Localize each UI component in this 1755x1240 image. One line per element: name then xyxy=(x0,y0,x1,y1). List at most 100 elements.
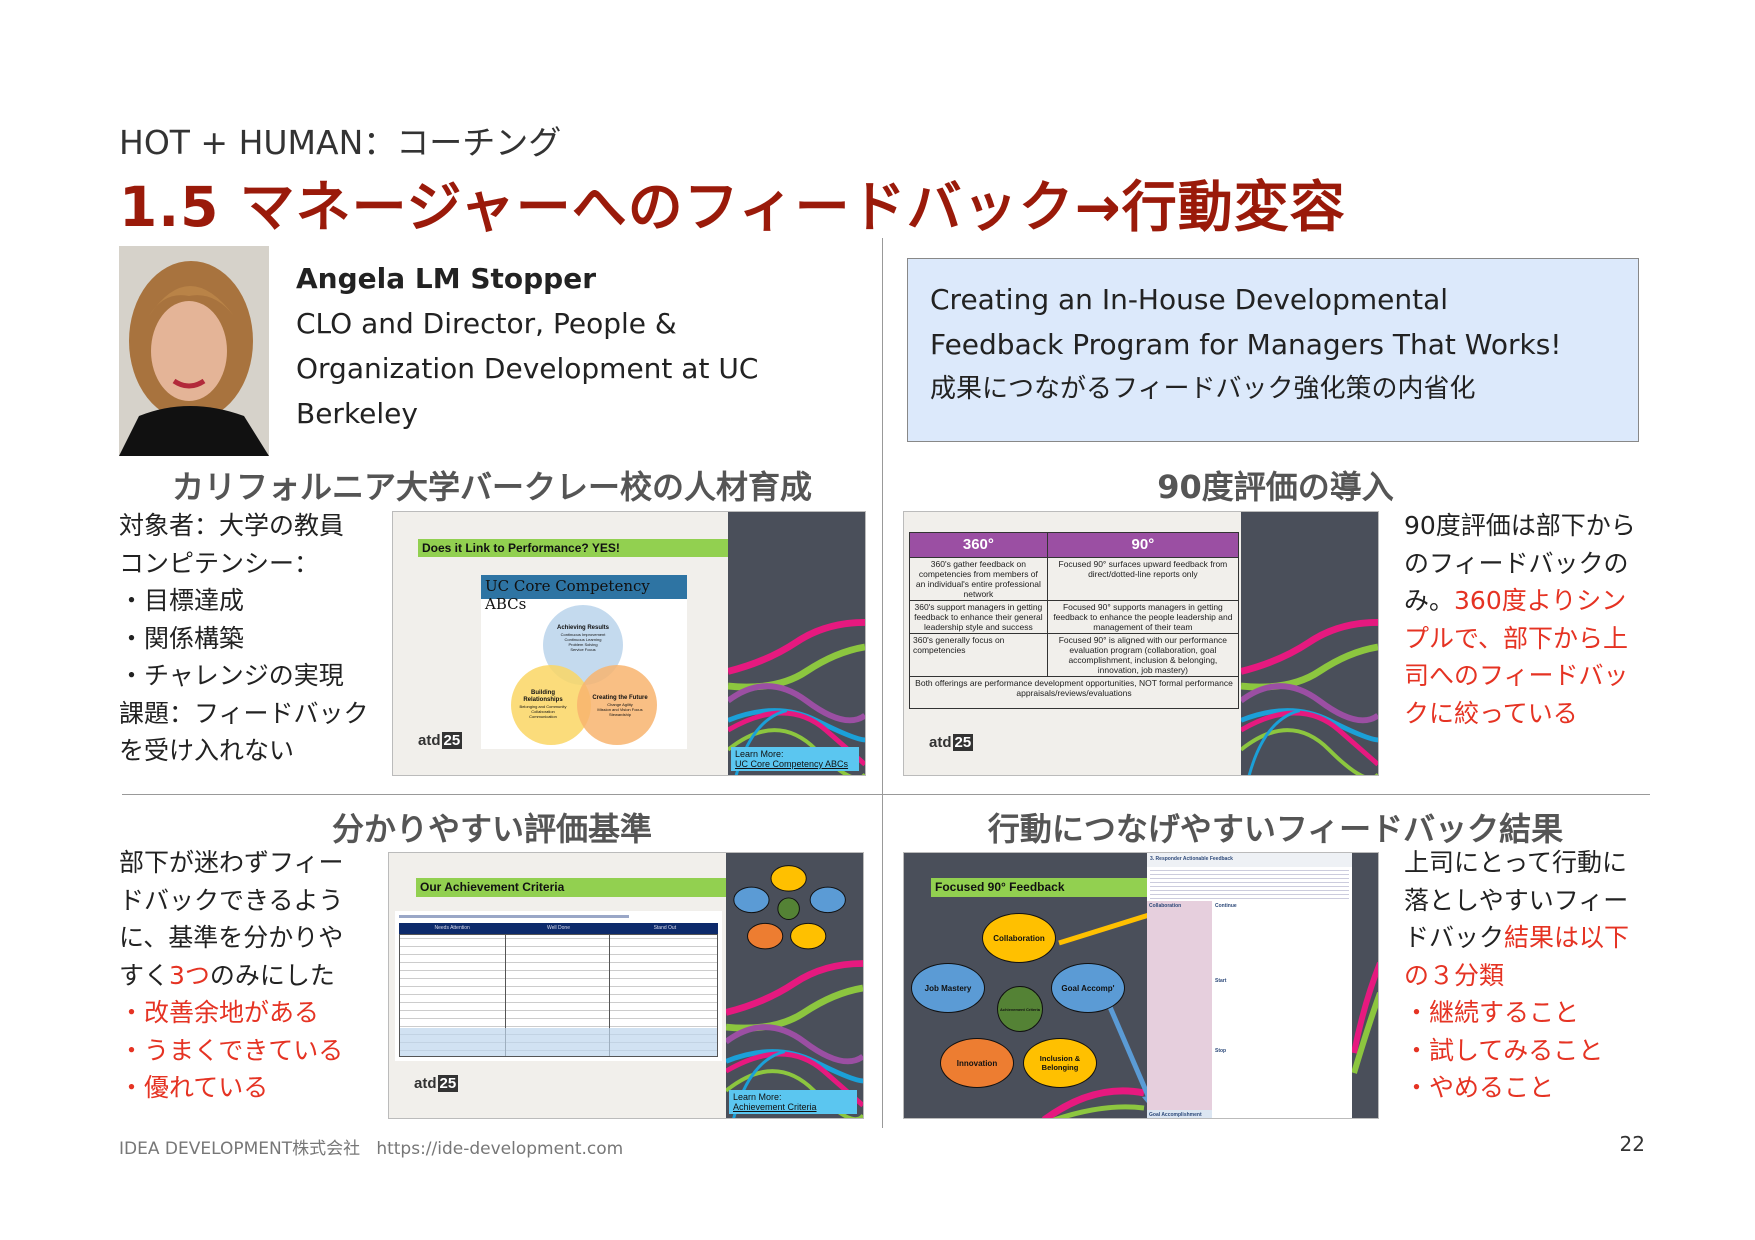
top-right-text: 90度評価は部下から のフィードバックの み。360度よりシン プルで、部下から… xyxy=(1404,507,1636,732)
text-line: のフィードバックの xyxy=(1404,548,1629,578)
slide-focused-90-feedback: Focused 90° Feedback Collaboration Goal … xyxy=(903,852,1379,1119)
logo-text: atd xyxy=(418,732,441,749)
logo-text: atd xyxy=(929,734,952,751)
page-number: 22 xyxy=(1619,1132,1645,1156)
wave-decoration xyxy=(726,865,863,1119)
circle-item: Collaboration xyxy=(531,709,555,714)
competency-panel-title: UC Core Competency ABCs xyxy=(481,575,687,613)
text-line: に、基準を分かりや xyxy=(119,923,344,952)
highlight-text: の３分類 xyxy=(1404,960,1505,990)
column-header-360: 360° xyxy=(909,532,1048,558)
text-line: 上司にとって行動に xyxy=(1404,848,1628,877)
wave-decoration xyxy=(728,512,865,776)
report-row-label: Collaboration xyxy=(1147,901,1212,1110)
slide-heading-bar: Focused 90° Feedback xyxy=(931,878,1151,897)
table-row: 360's gather feedback on competencies fr… xyxy=(909,557,1240,601)
wave-decoration xyxy=(1041,907,1378,1118)
column-header: Needs Attention xyxy=(434,925,470,931)
logo-text: atd xyxy=(414,1075,437,1092)
session-title-box: Creating an In-House Developmental Feedb… xyxy=(907,258,1639,442)
node-inclusion-belonging: Inclusion & Belonging xyxy=(1023,1038,1097,1088)
report-intro xyxy=(1150,867,1349,901)
speaker-role-line: CLO and Director, People & xyxy=(296,307,677,340)
table-cell: 360's generally focus on competencies xyxy=(909,633,1048,677)
highlight-text: 360度よりシン xyxy=(1454,586,1627,615)
highlight-text: プルで、部下から上 xyxy=(1404,623,1629,653)
text-line: すく xyxy=(119,960,170,990)
footer-url[interactable]: https://ide-development.com xyxy=(376,1139,624,1159)
bottom-left-text: 部下が迷わずフィー ドバックできるよう に、基準を分かりや すく3つのみにした … xyxy=(119,844,344,1107)
speaker-bio: Angela LM Stopper CLO and Director, Peop… xyxy=(296,256,758,436)
highlight-text: ・試してみること xyxy=(1404,1035,1604,1065)
report-section-continue: Continue xyxy=(1215,903,1237,909)
circle-title: Creating the Future xyxy=(592,695,648,701)
highlight-text: ・うまくできている xyxy=(119,1035,344,1065)
session-title-line: Creating an In-House Developmental xyxy=(930,283,1448,316)
learn-more-link[interactable]: Learn More:Achievement Criteria xyxy=(729,1090,857,1114)
circle-creating-the-future xyxy=(577,665,657,745)
node-goal-accomplishment: Goal Accomp' xyxy=(1051,963,1125,1013)
learn-more-link-text[interactable]: Achievement Criteria xyxy=(733,1102,817,1112)
table-cell: Focused 90° supports managers in getting… xyxy=(1046,600,1240,634)
text-line: を受け入れない xyxy=(119,736,295,765)
learn-more-label: Learn More: xyxy=(735,749,784,759)
report-section-stop: Stop xyxy=(1215,1048,1227,1054)
node-collaboration: Collaboration xyxy=(982,913,1056,963)
criteria-table: Needs Attention Well Done Stand Out xyxy=(395,911,722,1061)
criteria-header-row: Needs Attention Well Done Stand Out xyxy=(399,923,718,934)
slide-achievement-criteria: Our Achievement Criteria Needs Attention… xyxy=(388,852,864,1119)
table-row: Both offerings are performance developme… xyxy=(909,676,1239,709)
label-building-relationships: Building Relationships Belonging and Com… xyxy=(513,690,573,719)
table-cell: Focused 90° is aligned with our performa… xyxy=(1046,633,1240,677)
footer-company: IDEA DEVELOPMENT株式会社 xyxy=(119,1139,361,1159)
node-job-mastery: Job Mastery xyxy=(911,963,985,1013)
text-line: 落としやすいフィー xyxy=(1404,885,1629,915)
vertical-divider xyxy=(882,238,883,1128)
table-cell: Focused 90° surfaces upward feedback fro… xyxy=(1046,557,1240,601)
comparison-table: 360°90° 360's gather feedback on compete… xyxy=(909,532,1240,709)
speaker-photo xyxy=(119,246,269,456)
highlight-text: ・やめること xyxy=(1404,1073,1555,1102)
circle-item: Continuous Learning xyxy=(564,637,602,642)
heading-criteria: 分かりやすい評価基準 xyxy=(331,810,652,848)
table-cell: 360's support managers in getting feedba… xyxy=(909,600,1048,634)
competency-panel: UC Core Competency ABCs Achieving Result… xyxy=(481,575,687,749)
circle-item: Belonging and Community xyxy=(519,704,567,709)
slide-side-panel: Learn More:UC Core Competency ABCs xyxy=(728,512,865,775)
circle-item: Mission and Vision Focus xyxy=(597,707,643,712)
footer: IDEA DEVELOPMENT株式会社 https://ide-develop… xyxy=(119,1134,623,1159)
text-line: 課題：フィードバック xyxy=(119,698,369,728)
speaker-role-line: Berkeley xyxy=(296,397,418,430)
circle-item: Communication xyxy=(529,714,557,719)
highlight-text: 司へのフィードバッ xyxy=(1404,661,1629,690)
speaker-name: Angela LM Stopper xyxy=(296,262,597,295)
wave-decoration xyxy=(1241,512,1378,776)
slide-side-panel xyxy=(1241,512,1378,775)
label-achieving-results: Achieving Results Continuous Improvement… xyxy=(545,625,621,652)
heading-90-degree: 90度評価の導入 xyxy=(1157,468,1394,506)
heading-feedback-results: 行動につなげやすいフィードバック結果 xyxy=(987,810,1564,848)
report-title: 3. Responder Actionable Feedback xyxy=(1147,853,1352,867)
slide-heading-bar: Our Achievement Criteria xyxy=(416,878,726,897)
text-line: のみにした xyxy=(209,960,335,990)
session-subtitle: 成果につながるフィードバック強化策の内省化 xyxy=(930,374,1476,404)
learn-more-link[interactable]: Learn More:UC Core Competency ABCs xyxy=(731,747,859,771)
text-line: コンピテンシー： xyxy=(119,548,320,578)
column-header: Well Done xyxy=(547,925,570,931)
circle-item: Stewardship xyxy=(608,712,631,717)
learn-more-link-text[interactable]: UC Core Competency ABCs xyxy=(735,759,849,769)
slide-heading-bar: Does it Link to Performance? YES! xyxy=(418,539,728,557)
section-kicker: HOT + HUMAN：コーチング xyxy=(119,123,562,162)
logo-number: 25 xyxy=(441,732,463,749)
text-line: ・チャレンジの実現 xyxy=(119,661,344,690)
slide-360-vs-90: 360°90° 360's gather feedback on compete… xyxy=(903,511,1379,776)
highlight-text: クに絞っている xyxy=(1404,698,1578,728)
page-title: 1.5 マネージャーへのフィードバック→行動変容 xyxy=(119,175,1346,239)
circle-title: Achieving Results xyxy=(556,625,609,631)
heading-uc-berkeley: カリフォルニア大学バークレー校の人材育成 xyxy=(171,468,812,506)
text-line: ・関係構築 xyxy=(119,623,245,653)
text-line: ドバックできるよう xyxy=(119,885,344,915)
